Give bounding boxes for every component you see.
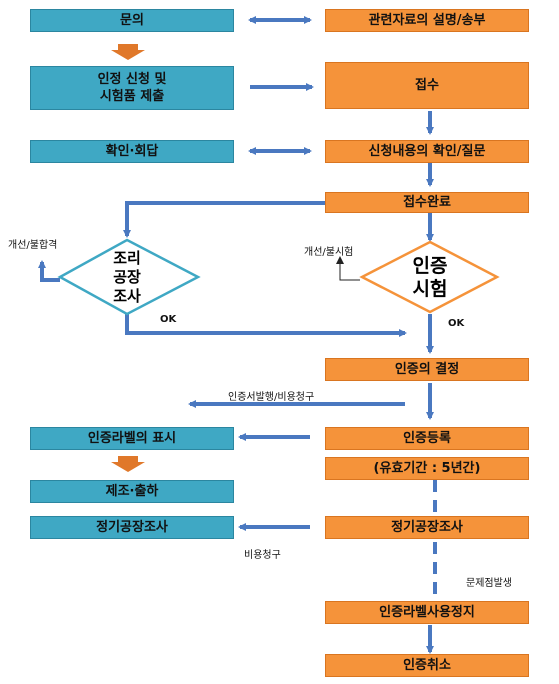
label-display-label: 인증라벨의 표시 bbox=[87, 431, 177, 446]
factory-audit-text: 조리 공장 조사 bbox=[100, 246, 154, 308]
validity-box: (유효기간 : 5년간) bbox=[325, 457, 529, 480]
cancel-label: 인증취소 bbox=[403, 658, 451, 673]
apply-label-line1: 인정 신청 및 bbox=[97, 72, 167, 87]
ok-left-label: OK bbox=[160, 314, 177, 325]
factory-audit-diamond bbox=[57, 238, 201, 316]
registration-box: 인증등록 bbox=[325, 427, 529, 450]
cancel-box: 인증취소 bbox=[325, 654, 529, 677]
ok-right-label: OK bbox=[448, 318, 465, 329]
periodic-audit-left-box: 정기공장조사 bbox=[30, 516, 234, 539]
periodic-audit-right-label: 정기공장조사 bbox=[391, 520, 463, 535]
decision-label: 인증의 결정 bbox=[394, 362, 460, 377]
cert-test-line2: 시험 bbox=[412, 278, 448, 300]
confirm-reply-label: 확인·회답 bbox=[105, 144, 159, 159]
factory-audit-line3: 조사 bbox=[113, 286, 141, 305]
periodic-audit-right-box: 정기공장조사 bbox=[325, 516, 529, 539]
cert-test-line1: 인증 bbox=[412, 255, 448, 277]
billing-label: 비용청구 bbox=[244, 550, 281, 561]
periodic-audit-left-label: 정기공장조사 bbox=[96, 520, 168, 535]
manufacture-label: 제조·출하 bbox=[105, 484, 159, 499]
label-suspend-label: 인증라벨사용정지 bbox=[379, 605, 475, 620]
materials-label: 관련자료의 설명/송부 bbox=[368, 13, 486, 28]
factory-audit-line1: 조리 bbox=[113, 248, 141, 267]
check-question-label: 신청내용의 확인/질문 bbox=[368, 144, 486, 159]
problem-occur-label: 문제점발생 bbox=[466, 578, 512, 589]
orange-down-arrow-2 bbox=[111, 456, 145, 472]
cert-test-text: 인증 시험 bbox=[400, 254, 460, 302]
audit-improve-loop bbox=[38, 260, 60, 282]
receipt-label: 접수 bbox=[415, 78, 439, 93]
receipt-done-label: 접수완료 bbox=[403, 195, 451, 210]
validity-label: (유효기간 : 5년간) bbox=[373, 461, 481, 476]
factory-audit-line2: 공장 bbox=[113, 267, 141, 286]
check-question-box: 신청내용의 확인/질문 bbox=[325, 140, 529, 163]
manufacture-box: 제조·출하 bbox=[30, 480, 234, 503]
receipt-box: 접수 bbox=[325, 62, 529, 109]
done-to-audit-line bbox=[123, 201, 325, 238]
registration-label: 인증등록 bbox=[403, 431, 451, 446]
apply-box: 인정 신청 및 시험품 제출 bbox=[30, 66, 234, 110]
test-improve-loop bbox=[339, 262, 360, 281]
confirm-reply-box: 확인·회답 bbox=[30, 140, 234, 163]
improve-failtest-label: 개선/불시험 bbox=[304, 247, 354, 258]
decision-box: 인증의 결정 bbox=[325, 358, 529, 381]
label-suspend-box: 인증라벨사용정지 bbox=[325, 601, 529, 624]
inquiry-box: 문의 bbox=[30, 9, 234, 32]
label-display-box: 인증라벨의 표시 bbox=[30, 427, 234, 450]
inquiry-label: 문의 bbox=[120, 13, 144, 28]
cert-test-diamond bbox=[359, 240, 500, 314]
materials-box: 관련자료의 설명/송부 bbox=[325, 9, 529, 32]
audit-ok-line bbox=[125, 312, 407, 337]
orange-down-arrow-1 bbox=[111, 44, 145, 60]
receipt-done-box: 접수완료 bbox=[325, 192, 529, 213]
apply-label-line2: 시험품 제출 bbox=[99, 89, 165, 104]
cert-issue-billing-label: 인증서발행/비용청구 bbox=[228, 392, 315, 403]
improve-fail-label: 개선/불합격 bbox=[8, 240, 58, 251]
